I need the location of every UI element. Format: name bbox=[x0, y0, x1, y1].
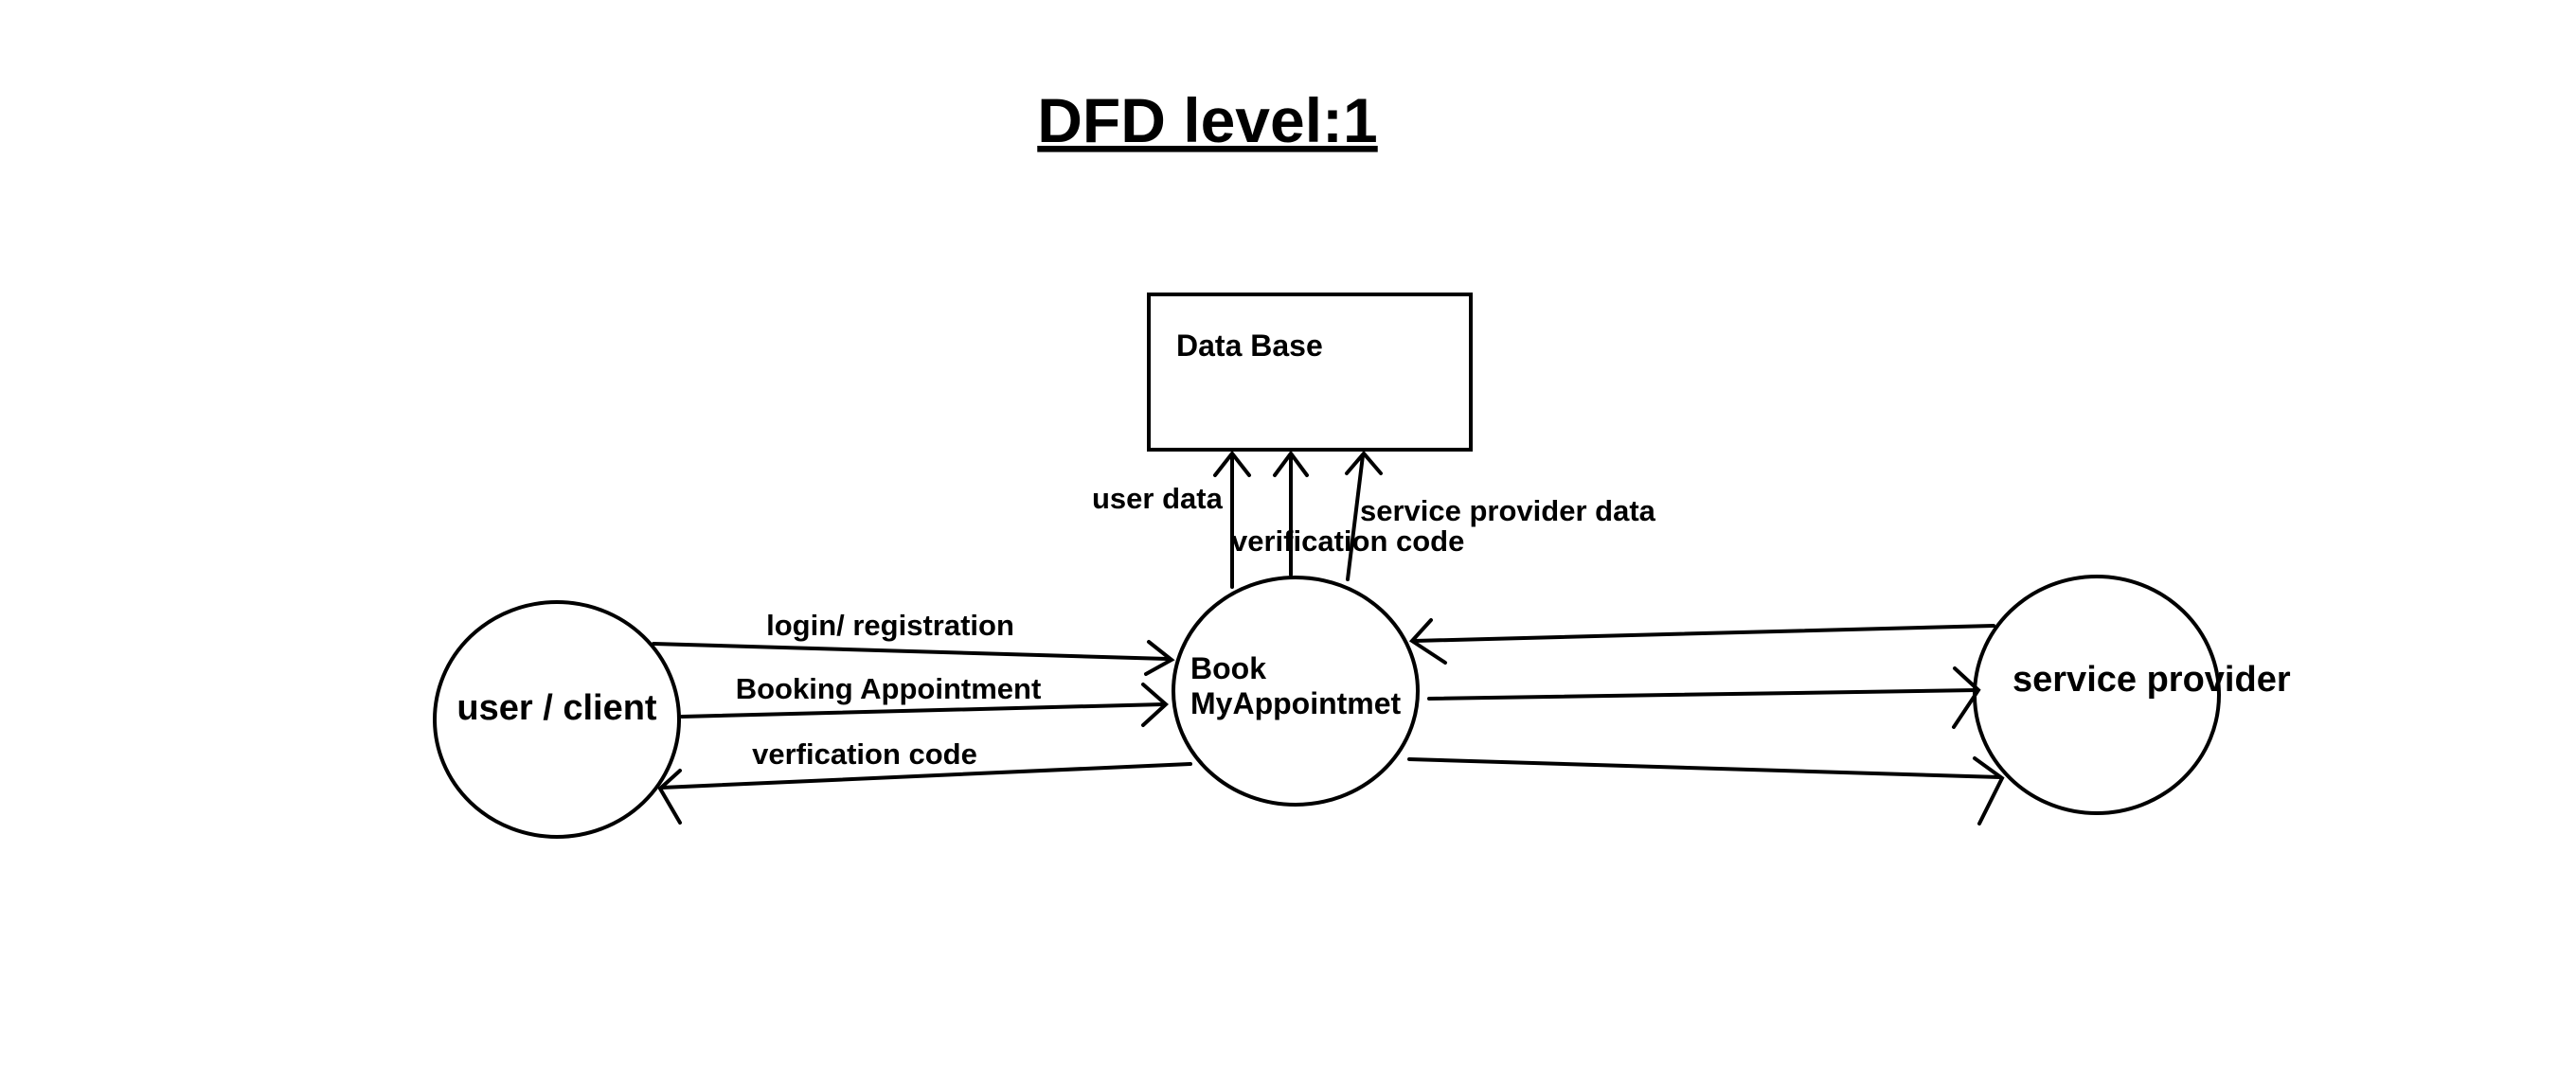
flow-login-label: login/ registration bbox=[766, 609, 1014, 642]
flow-process-to-provider-2 bbox=[1407, 756, 2005, 825]
data-store-label: Data Base bbox=[1176, 328, 1323, 363]
user-client-label: user / client bbox=[456, 688, 657, 728]
process-label-line1: Book bbox=[1190, 651, 1266, 685]
flow-process-to-provider bbox=[1427, 666, 1981, 729]
flow-verification-user-label: verfication code bbox=[752, 737, 977, 771]
flow-booking-appointment bbox=[680, 683, 1169, 727]
process-circle bbox=[1172, 576, 1420, 807]
user-client-circle bbox=[433, 600, 681, 839]
arrowhead-icon bbox=[657, 769, 682, 825]
service-provider-label: service provider bbox=[2012, 660, 2291, 700]
arrowhead-icon bbox=[1973, 756, 2005, 825]
flow-verification-to-db bbox=[1273, 450, 1309, 577]
process-label-line2: MyAppointmet bbox=[1190, 686, 1402, 720]
arrowhead-icon bbox=[1408, 618, 1447, 665]
flow-user-data-label: user data bbox=[1092, 482, 1224, 515]
arrowhead-icon bbox=[1213, 450, 1251, 477]
arrowhead-icon bbox=[1345, 450, 1383, 475]
flow-service-provider-data bbox=[1345, 450, 1383, 581]
data-store-box bbox=[1147, 293, 1473, 452]
arrowhead-icon bbox=[1141, 683, 1169, 727]
flow-provider-to-process bbox=[1408, 618, 1995, 665]
flow-verification-to-user bbox=[657, 762, 1192, 825]
arrowhead-icon bbox=[1952, 666, 1981, 729]
flow-user-data bbox=[1213, 450, 1251, 589]
arrowhead-icon bbox=[1144, 640, 1175, 676]
flow-login-registration bbox=[652, 640, 1175, 676]
arrowhead-icon bbox=[1273, 450, 1309, 477]
flow-verification-db-label: verification code bbox=[1231, 524, 1464, 558]
flow-provider-data-label: service provider data bbox=[1360, 494, 1656, 527]
flow-booking-label: Booking Appointment bbox=[736, 672, 1042, 705]
diagram-title: DFD level:1 bbox=[1037, 85, 1377, 155]
